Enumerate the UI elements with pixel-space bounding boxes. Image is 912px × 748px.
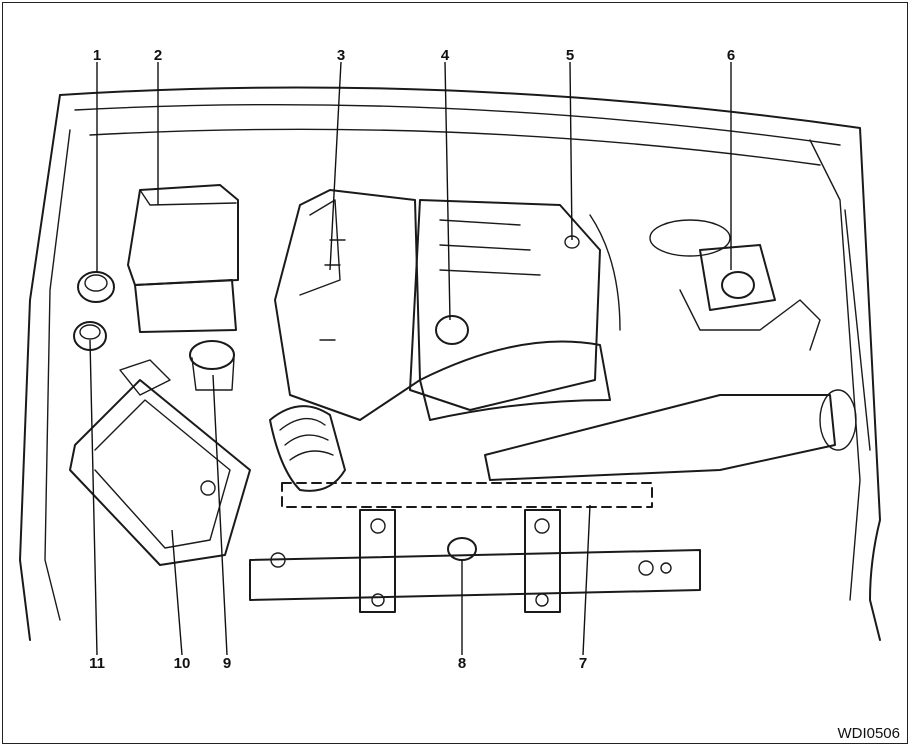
air-pipe xyxy=(484,389,857,481)
engine-block xyxy=(409,199,611,421)
brake-fluid-reservoir xyxy=(649,219,821,351)
callout-8: 8 xyxy=(458,655,466,672)
dashed-region-7 xyxy=(281,482,653,508)
callout-6: 6 xyxy=(727,47,735,64)
callout-1: 1 xyxy=(93,47,101,64)
dipstick-component xyxy=(564,214,621,331)
callout-5: 5 xyxy=(566,47,574,64)
reservoir-cap-1 xyxy=(77,271,115,303)
oil-filler-cap xyxy=(435,315,469,345)
callout-2: 2 xyxy=(154,47,162,64)
callout-labels: 1 2 3 4 5 6 7 8 9 10 11 xyxy=(89,47,735,672)
callout-10: 10 xyxy=(174,655,191,672)
leader-lines xyxy=(89,61,732,656)
callout-11: 11 xyxy=(89,655,105,672)
intake-duct xyxy=(269,405,346,492)
figure-code: WDI0506 xyxy=(837,725,900,742)
front-brackets xyxy=(249,509,701,613)
coolant-cap-9 xyxy=(189,340,235,391)
callout-7: 7 xyxy=(579,655,587,672)
air-cleaner-housing xyxy=(274,189,421,421)
fuse-box-component xyxy=(127,184,239,333)
radiator-cap-8 xyxy=(447,537,477,561)
callout-4: 4 xyxy=(441,47,450,64)
callout-3: 3 xyxy=(337,47,345,64)
battery-component xyxy=(69,359,251,566)
hood-outline xyxy=(19,86,881,641)
callout-9: 9 xyxy=(223,655,231,672)
